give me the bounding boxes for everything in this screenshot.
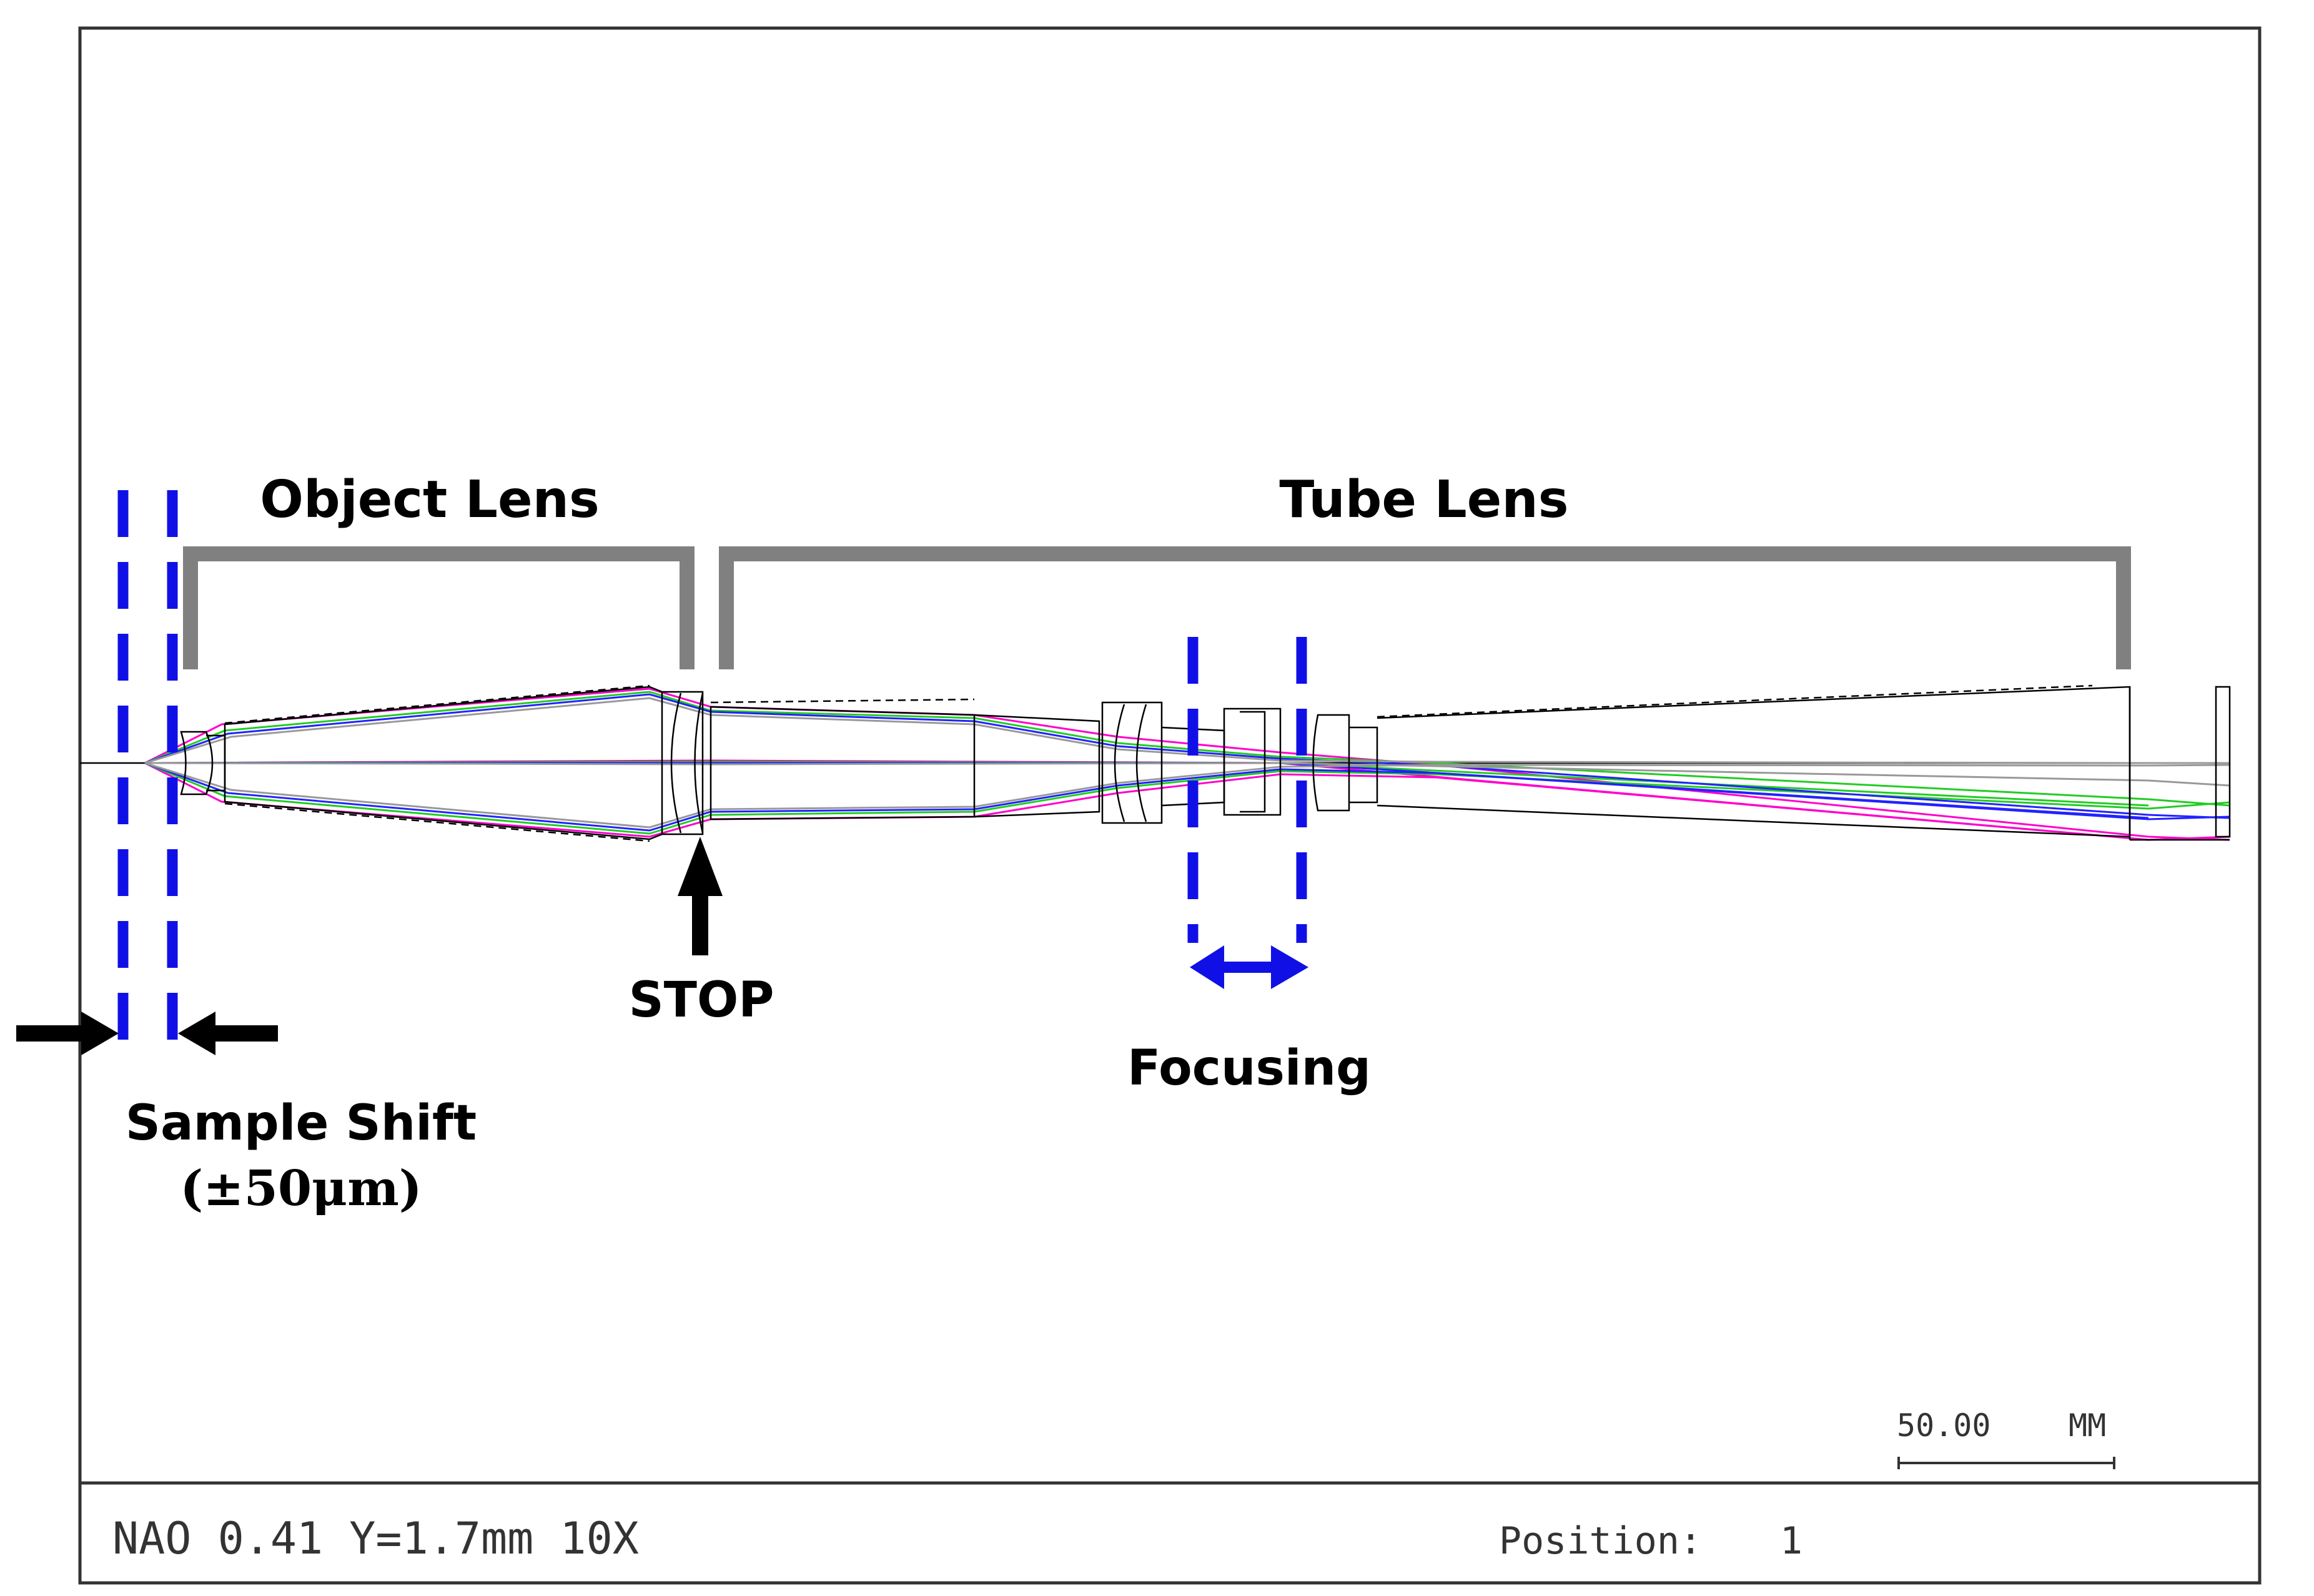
- ray-green-upper: [144, 691, 2230, 807]
- tube-cone-dashed: [1377, 684, 2093, 718]
- position-label: Position:: [1499, 1519, 1702, 1563]
- scale-bar-unit: MM: [2069, 1407, 2106, 1444]
- tube-lens-label: Tube Lens: [1279, 470, 1568, 530]
- ray-green-lower: [144, 762, 2230, 835]
- object-lens-barrel-dashed: [224, 684, 650, 724]
- focusing-label: Focusing: [1127, 1040, 1371, 1096]
- stop-lens-group: [662, 691, 704, 835]
- focusing-arrow: [1190, 945, 1308, 989]
- stop-label: STOP: [629, 972, 774, 1028]
- focusing-lens-inner: [1240, 711, 1266, 813]
- focusing-lens: [1223, 707, 1282, 816]
- lens-front-element: [180, 731, 214, 796]
- tube-lens-element: [1312, 714, 1350, 812]
- object-lens-barrel-dashed-lower: [224, 802, 650, 842]
- scale-bar-value: 50.00: [1897, 1407, 1991, 1444]
- lens-brackets: [183, 546, 2131, 669]
- tube-section-1-dashed: [710, 698, 975, 704]
- position-value: 1: [1780, 1519, 1802, 1563]
- blue-markers: [117, 490, 1307, 1062]
- object-lens-label: Object Lens: [260, 470, 600, 530]
- black-arrows: [16, 837, 723, 1055]
- stop-lens-curve: [670, 692, 682, 834]
- detector-plane: [2215, 686, 2231, 838]
- tube-doublet-curve: [1114, 704, 1125, 822]
- stop-lens-curve-2: [694, 692, 704, 834]
- scale-bar: 50.00 MM: [1897, 1407, 2115, 1469]
- tube-section-2: [974, 714, 1100, 818]
- sample-shift-range-label: (±50μm): [180, 1160, 422, 1217]
- tube-spacer: [1349, 726, 1378, 804]
- ray-gray-field: [144, 762, 2230, 787]
- ray-blue-upper: [144, 693, 2230, 819]
- tube-doublet-curve-2: [1135, 704, 1147, 822]
- tube-doublet: [1101, 701, 1163, 824]
- system-info-text: NAO 0.41 Y=1.7mm 10X: [112, 1513, 639, 1564]
- ray-gray-lower: [144, 762, 2230, 829]
- ray-gray-upper: [144, 697, 2230, 764]
- stop-arrow: [678, 837, 723, 955]
- sample-shift-arrow-left: [16, 1012, 119, 1055]
- ray-magenta-upper: [144, 687, 2230, 841]
- ray-bundles: [144, 687, 2230, 841]
- tube-lens-bracket: [719, 546, 2131, 669]
- sample-shift-arrow-right: [178, 1012, 278, 1055]
- sample-shift-label: Sample Shift: [126, 1095, 477, 1151]
- plot-frame: [78, 26, 2262, 1585]
- object-lens-bracket: [183, 546, 695, 669]
